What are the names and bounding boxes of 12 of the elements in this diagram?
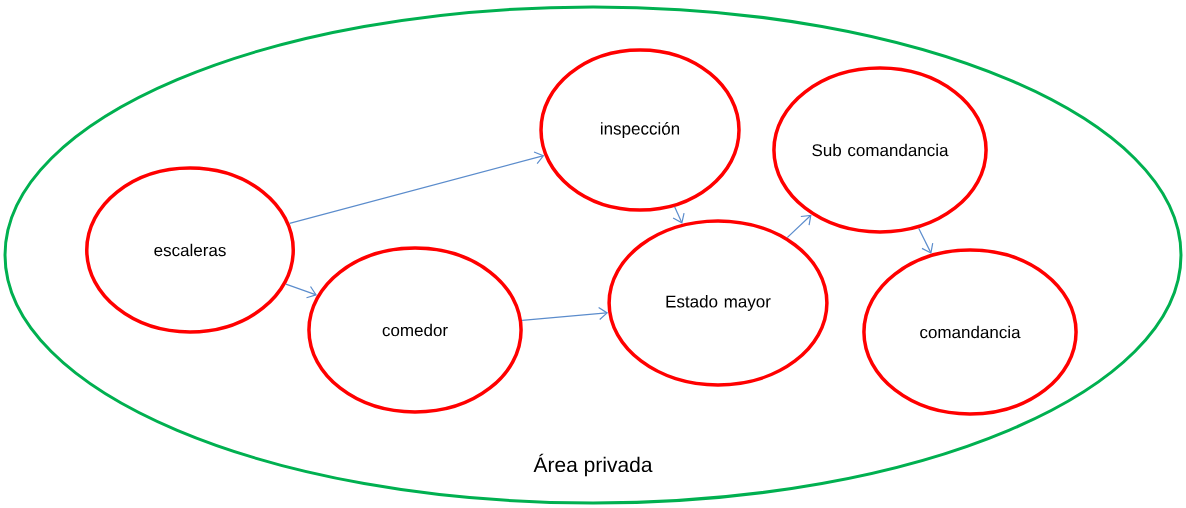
arrow — [918, 227, 934, 254]
circle-node: comandancia — [862, 248, 1078, 416]
arrow — [288, 151, 545, 225]
arrow — [672, 206, 685, 224]
arrow — [521, 307, 609, 322]
circle-node: inspección — [539, 48, 741, 212]
arrow — [285, 283, 317, 299]
arrow — [786, 214, 812, 239]
circle-node: Estado mayor — [607, 219, 829, 387]
circle-node: escaleras — [85, 166, 295, 334]
circle-node: comedor — [307, 246, 523, 414]
circle-node: Sub comandancia — [772, 66, 988, 234]
